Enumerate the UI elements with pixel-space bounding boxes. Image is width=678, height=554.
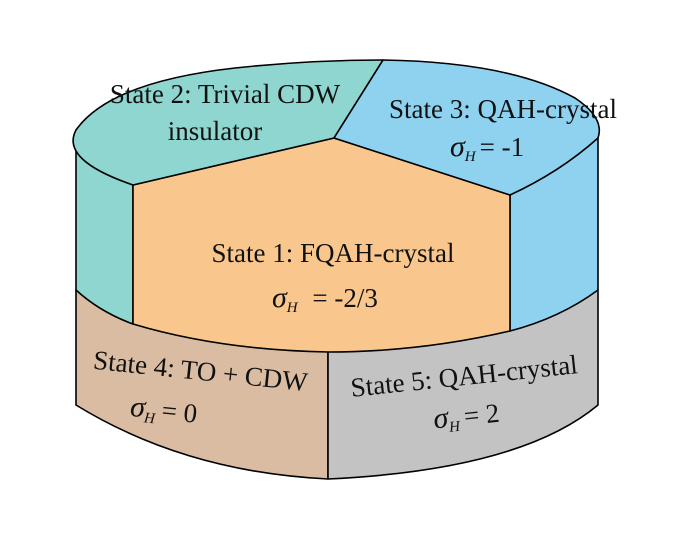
state1-sigma-formula: σH = -2/3 xyxy=(272,281,378,316)
state2-title-line1: State 2: Trivial CDW xyxy=(110,79,341,109)
state5-sigma-value: = 2 xyxy=(462,398,500,432)
sigma-symbol: σ xyxy=(432,401,451,435)
sigma-subscript: H xyxy=(142,410,157,427)
sigma-subscript: H xyxy=(464,149,477,165)
state3-sigma-formula: σH= -1 xyxy=(450,130,524,165)
sigma-subscript: H xyxy=(286,300,299,316)
state2-top-sector xyxy=(72,59,384,186)
state5-sigma-formula: σH= 2 xyxy=(432,396,501,438)
state3-side-panel xyxy=(509,137,599,332)
state2-title-line2: insulator xyxy=(168,116,263,146)
state1-front-panel xyxy=(132,137,511,353)
state4-sigma-value: = 0 xyxy=(160,395,198,429)
sigma-symbol: σ xyxy=(129,390,148,424)
state1-sigma-value: = -2/3 xyxy=(306,283,378,313)
sigma-symbol: σ xyxy=(272,281,288,314)
sigma-subscript: H xyxy=(447,419,462,436)
state3-top-sector xyxy=(333,59,600,196)
state3-title: State 3: QAH-crystal xyxy=(389,94,617,124)
state4-sigma-formula: σH= 0 xyxy=(129,390,199,432)
sigma-symbol: σ xyxy=(450,130,466,163)
state1-title: State 1: FQAH-crystal xyxy=(212,238,455,268)
state3-sigma-value: = -1 xyxy=(480,132,524,162)
